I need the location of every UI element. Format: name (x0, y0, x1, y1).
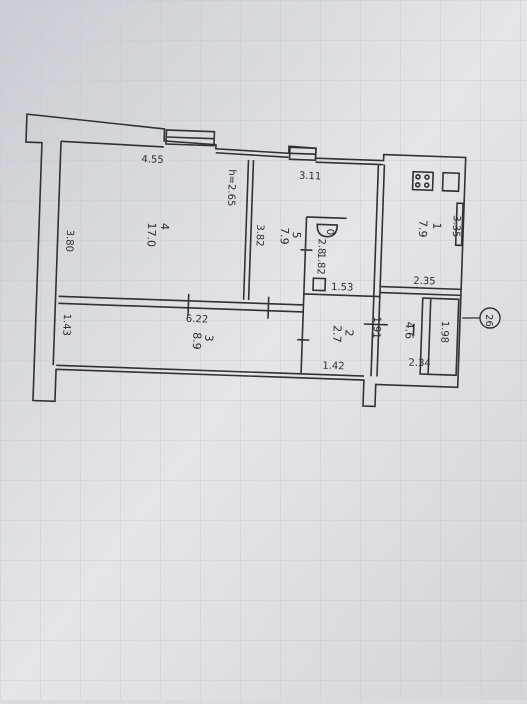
wc-width: 1.82 (315, 252, 327, 275)
room-1-width: 3.35 (450, 215, 462, 238)
room-4-depth: 3.80 (63, 229, 75, 252)
window-2-sash (290, 153, 316, 154)
room-3-area: 8.9 (190, 332, 204, 350)
door-mark (268, 297, 269, 319)
apartment-number: 26 (483, 314, 494, 327)
room-2-area: 2.7 (330, 325, 344, 343)
room-4-area: 17.0 (144, 222, 158, 247)
room-6-area: 4.6 (402, 321, 416, 339)
room-4-number: 4 (158, 223, 171, 230)
door-mark (188, 294, 189, 316)
room-2-width: 1.91 (370, 316, 382, 339)
room-1-depth: 2.35 (413, 276, 436, 288)
room-5-area: 7.9 (278, 227, 292, 245)
ceiling-height: h=2.65 (225, 169, 237, 206)
room-6-depth: 2.34 (408, 358, 431, 370)
room-4-width: 4.55 (141, 154, 164, 166)
room-3-depth: 1.43 (60, 313, 72, 336)
room-6-width: 1.98 (438, 321, 450, 344)
room-1-number: 1 (430, 222, 443, 229)
wc-number: 0 (324, 229, 335, 236)
room-5-depth: 3.82 (253, 224, 265, 247)
room-1-area: 7.9 (416, 220, 430, 238)
room-2-depth: 1.42 (322, 361, 345, 373)
wc-depth: 1.53 (331, 282, 354, 294)
room-3-width: 6.22 (186, 314, 209, 326)
room-5-width: 3.11 (299, 171, 322, 183)
